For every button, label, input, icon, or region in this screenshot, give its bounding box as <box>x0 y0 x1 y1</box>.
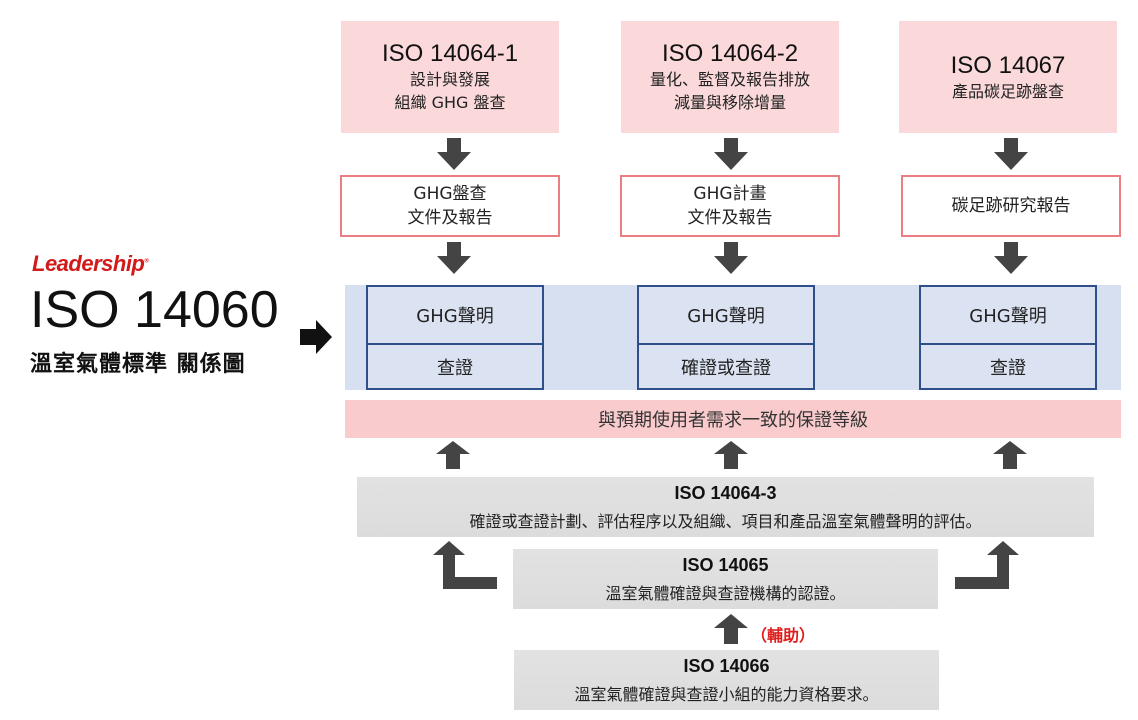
diagram-subtitle: 溫室氣體標準 關係圖 <box>30 352 246 377</box>
up-arrow-icon <box>714 614 748 644</box>
down-arrow-icon <box>994 138 1028 170</box>
standard-desc: 設計與發展 <box>409 70 490 89</box>
down-arrow-icon <box>994 242 1028 274</box>
output-box-inventory-report: GHG盤查 文件及報告 <box>340 175 560 237</box>
standard-code: ISO 14065 <box>682 554 769 575</box>
claim-box-2: GHG聲明 確證或查證 <box>637 285 815 390</box>
output-box-cfp-report: 碳足跡研究報告 <box>901 175 1121 237</box>
assurance-level-band: 與預期使用者需求一致的保證等級 <box>345 400 1121 438</box>
claim-process: 確證或查證 <box>681 357 771 379</box>
standard-desc: 組織 GHG 盤查 <box>394 93 506 112</box>
standard-desc: 減量與移除增量 <box>673 93 786 112</box>
down-arrow-icon <box>714 242 748 274</box>
standard-desc: 產品碳足跡盤查 <box>951 81 1064 101</box>
down-arrow-icon <box>437 138 471 170</box>
claim-box-3: GHG聲明 查證 <box>919 285 1097 390</box>
up-arrow-icon <box>714 441 748 469</box>
standard-box-14064-1: ISO 14064-1 設計與發展 組織 GHG 盤查 <box>341 21 559 133</box>
elbow-up-arrow-icon-right <box>955 541 1019 589</box>
standard-box-14067: ISO 14067 產品碳足跡盤查 <box>899 21 1117 133</box>
standard-code: ISO 14064-3 <box>674 482 777 503</box>
standard-box-14064-3: ISO 14064-3 確證或查證計劃、評估程序以及組織、項目和產品溫室氣體聲明… <box>357 477 1094 537</box>
claim-label: GHG聲明 <box>921 287 1095 345</box>
standard-code: ISO 14064-1 <box>381 40 519 67</box>
claim-label: GHG聲明 <box>639 287 813 345</box>
standard-code: ISO 14066 <box>683 655 770 676</box>
auxiliary-label: （輔助） <box>751 626 816 645</box>
output-text: 碳足跡研究報告 <box>951 196 1071 216</box>
elbow-up-arrow-icon-left <box>433 541 497 589</box>
up-arrow-icon <box>993 441 1027 469</box>
diagram-title: ISO 14060 <box>30 281 279 339</box>
down-arrow-icon <box>714 138 748 170</box>
down-arrow-icon <box>437 242 471 274</box>
claim-box-1: GHG聲明 查證 <box>366 285 544 390</box>
right-arrow-icon <box>300 320 332 354</box>
claim-process: 查證 <box>437 357 473 379</box>
claim-label: GHG聲明 <box>368 287 542 345</box>
brand-logo: Leadership® <box>32 251 149 276</box>
up-arrow-icon <box>436 441 470 469</box>
output-text: GHG計畫 <box>693 184 767 204</box>
standard-desc: 溫室氣體確證與查證小組的能力資格要求。 <box>574 684 879 704</box>
standard-code: ISO 14067 <box>950 51 1066 79</box>
standard-box-14065: ISO 14065 溫室氣體確證與查證機構的認證。 <box>513 549 938 609</box>
claim-process: 查證 <box>990 357 1026 379</box>
standard-code: ISO 14064-2 <box>661 40 799 67</box>
output-text: GHG盤查 <box>413 184 487 204</box>
standard-box-14064-2: ISO 14064-2 量化、監督及報告排放 減量與移除增量 <box>621 21 839 133</box>
output-box-project-report: GHG計畫 文件及報告 <box>620 175 840 237</box>
output-text: 文件及報告 <box>407 208 493 228</box>
standard-desc: 溫室氣體確證與查證機構的認證。 <box>605 583 846 603</box>
output-text: 文件及報告 <box>687 208 773 228</box>
standard-desc: 確證或查證計劃、評估程序以及組織、項目和產品溫室氣體聲明的評估。 <box>469 511 982 531</box>
standard-desc: 量化、監督及報告排放 <box>649 70 810 89</box>
standard-box-14066: ISO 14066 溫室氣體確證與查證小組的能力資格要求。 <box>514 650 939 710</box>
